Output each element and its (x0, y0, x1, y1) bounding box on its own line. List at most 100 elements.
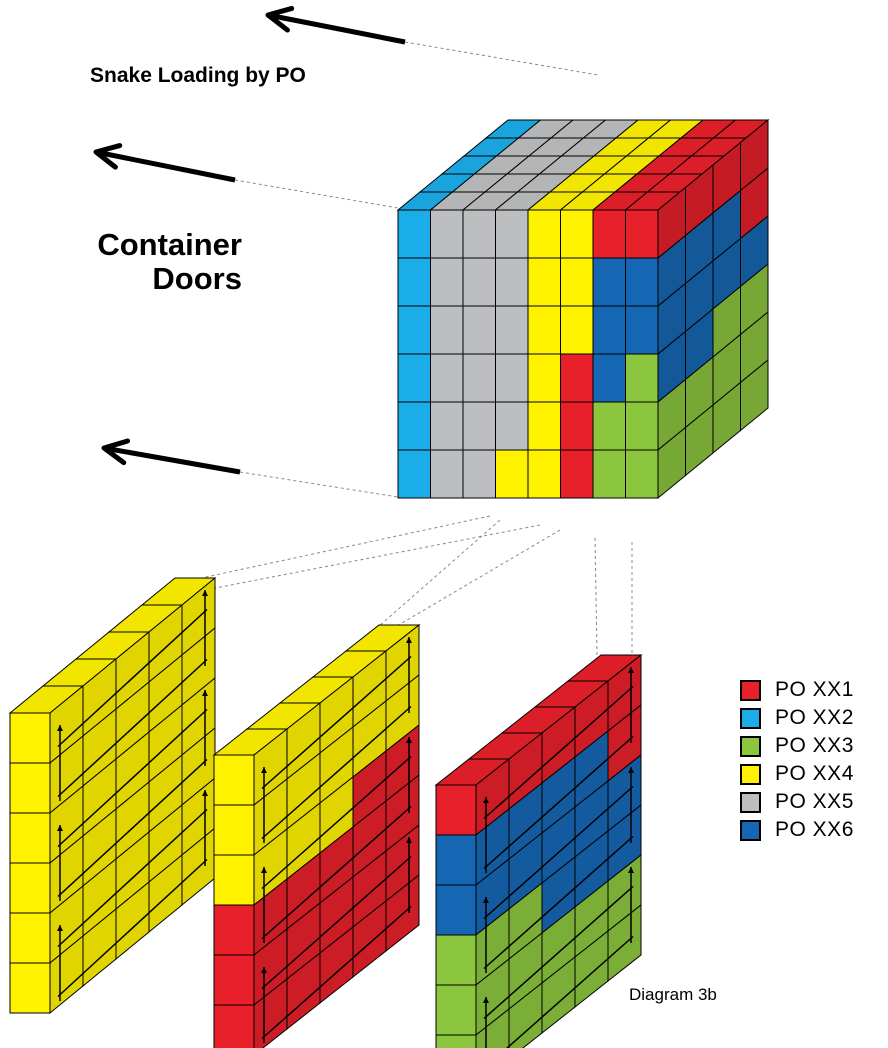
guide-line (239, 471, 399, 498)
legend-label: PO XX2 (775, 706, 854, 729)
cube-front-cell (397, 257, 431, 307)
diagram-title: Snake Loading by PO (90, 64, 306, 87)
cube-front-cell (462, 305, 496, 355)
cube-front-cell (625, 305, 659, 355)
vertical-arrow-head (628, 667, 634, 673)
cube-front-cell (592, 209, 626, 259)
guide-line (384, 529, 561, 634)
arrow-shaft (95, 149, 236, 183)
panel-end-cell (9, 712, 51, 764)
cube-front-cell (592, 305, 626, 355)
panel-end-cell (213, 804, 255, 856)
guide-line (177, 515, 491, 584)
container-doors-label-line-2: Doors (152, 261, 242, 296)
legend-swatch (740, 679, 761, 701)
cube-front-cell (462, 353, 496, 403)
snake-arrow-line (483, 885, 634, 1020)
cube-front-cell (495, 449, 529, 499)
panel-red-blue-green-panel (434, 653, 643, 1048)
snake-arrow-line (483, 835, 634, 970)
cube-front-cell (462, 209, 496, 259)
cube-front-cell (560, 401, 594, 451)
panel-end-cell (435, 784, 477, 836)
cube-front-cell (495, 209, 529, 259)
snake-arrow-line (57, 808, 208, 948)
cube-front-cell (397, 449, 431, 499)
cube-front-cell (592, 401, 626, 451)
cube-front-cell (397, 209, 431, 259)
guide-line (404, 41, 599, 76)
legend-item: PO XX6 (740, 816, 854, 844)
arrow-shaft (103, 445, 241, 475)
snake-arrow-line (57, 758, 208, 898)
cube-front-cell (430, 305, 464, 355)
cube-front-cell (397, 305, 431, 355)
cube-front-cell (397, 353, 431, 403)
cube-front-cell (495, 305, 529, 355)
cube-front-cell (430, 353, 464, 403)
panel-end-cell (213, 1004, 255, 1048)
cube-front-cell (560, 353, 594, 403)
panel-end-cell (213, 854, 255, 906)
panel-end-cell (213, 904, 255, 956)
legend-label: PO XX6 (775, 818, 854, 841)
guide-lines (177, 41, 633, 660)
cube-front-cell (592, 257, 626, 307)
vertical-arrow-head (261, 967, 267, 973)
cube-front-cell (527, 209, 561, 259)
panel-end-cell (213, 954, 255, 1006)
vertical-arrow-head (202, 790, 208, 796)
legend-item: PO XX1 (740, 676, 854, 704)
snake-arrow-line (261, 905, 412, 1040)
panel-end-cell (435, 984, 477, 1036)
panel-end-cell (435, 884, 477, 936)
snake-arrow-line (261, 855, 412, 990)
legend: PO XX1 PO XX2 PO XX3 PO XX4 PO XX5 PO XX… (740, 676, 854, 844)
snake-arrow-line (506, 935, 634, 1048)
vertical-arrow-head (628, 867, 634, 873)
legend-label: PO XX4 (775, 762, 854, 785)
cube-front-cell (560, 305, 594, 355)
legend-label: PO XX1 (775, 678, 854, 701)
vertical-arrow-head (202, 690, 208, 696)
vertical-arrow-head (57, 725, 63, 731)
cube-front-cell (430, 257, 464, 307)
snake-arrow-line (261, 705, 412, 840)
legend-item: PO XX2 (740, 704, 854, 732)
cube-front-cell (430, 449, 464, 499)
legend-item: PO XX5 (740, 788, 854, 816)
panel-yellow-panel (8, 576, 217, 1015)
diagram-caption: Diagram 3b (629, 985, 717, 1004)
cube-front-cell (592, 449, 626, 499)
cube-front-cell (625, 401, 659, 451)
legend-swatch (740, 735, 761, 757)
snake-arrow-line (483, 785, 634, 920)
panel-side-cell (607, 903, 642, 983)
cube-front-cell (625, 449, 659, 499)
arrow-head (265, 5, 295, 33)
snake-arrow-line (57, 658, 208, 798)
panel-end-cell (435, 934, 477, 986)
legend-swatch (740, 763, 761, 785)
cube-front-cell (527, 353, 561, 403)
cube-front-cell (462, 401, 496, 451)
cube-front-cell (397, 401, 431, 451)
guide-line (234, 179, 399, 209)
panel-yellow-red-panel (212, 623, 421, 1048)
arrow-head (101, 438, 131, 466)
vertical-arrow-head (261, 767, 267, 773)
cube-front-cell (495, 257, 529, 307)
cube-front-cell (430, 401, 464, 451)
cube-front-cell (527, 449, 561, 499)
snake-arrow-line (261, 805, 412, 940)
exploded-panels (8, 576, 643, 1048)
cube-front-cell (560, 449, 594, 499)
arrow-head (93, 143, 123, 170)
vertical-arrow-head (628, 767, 634, 773)
cube-front-cell (495, 401, 529, 451)
loading-direction-arrows (93, 5, 406, 475)
panel-end-cell (9, 862, 51, 914)
legend-swatch (740, 791, 761, 813)
panel-end-cell (9, 812, 51, 864)
